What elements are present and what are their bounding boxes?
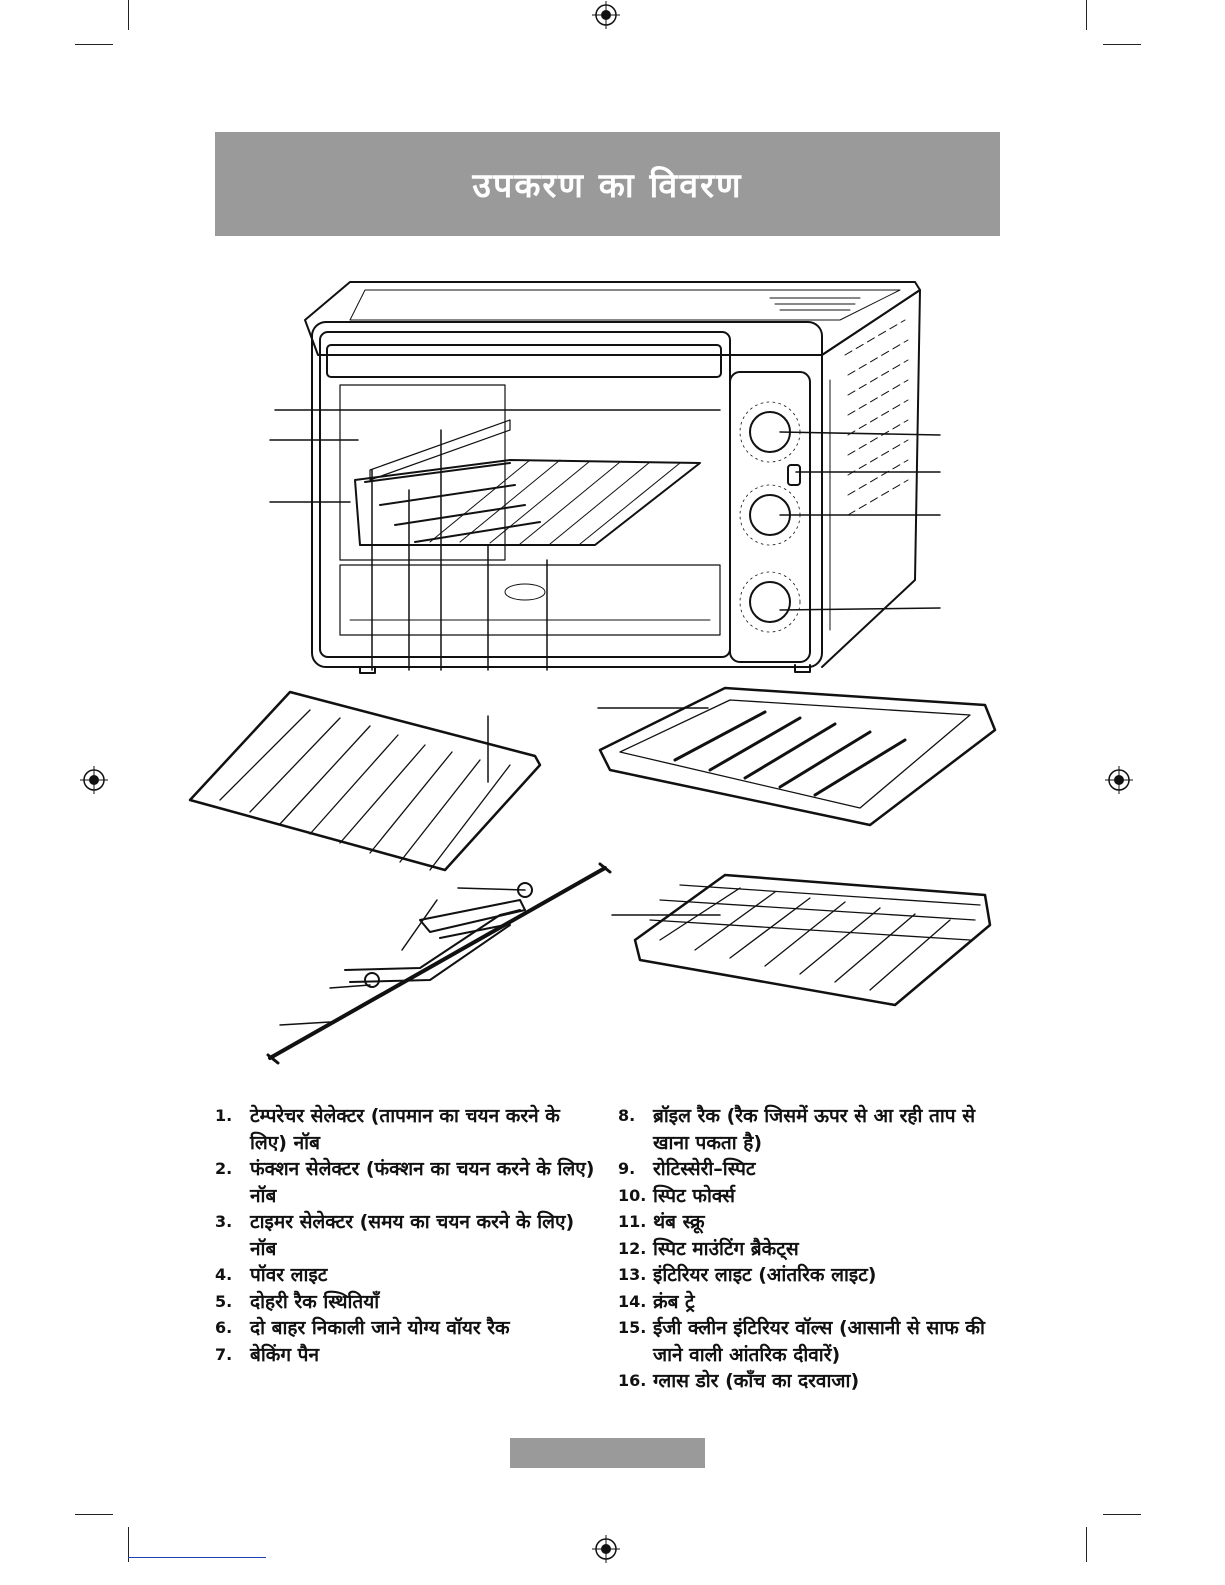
list-item-text: थंब स्क्रू [653,1211,705,1233]
crop-mark [75,44,113,45]
list-item-text: स्पिट माउंटिंग ब्रैकेट्स [653,1237,799,1260]
list-item: 11. थंब स्क्रू [618,1209,1003,1236]
list-item-number: 9. [618,1159,636,1178]
list-item: 10. स्पिट फोर्क्स [618,1183,1003,1210]
list-item-text: इंटिरियर लाइट (आंतरिक लाइट) [653,1264,877,1286]
list-item-number: 2. [215,1159,233,1178]
list-item-number: 10. [618,1185,647,1205]
registration-mark-icon [592,1535,620,1563]
list-item-text: दोहरी रैक स्थितियाँ [250,1290,380,1313]
list-item-number: 5. [215,1291,233,1311]
list-item: 15. ईजी क्लीन इंटिरियर वॉल्स (आसानी से स… [618,1315,1003,1368]
registration-mark-icon [592,1,620,29]
baking-pan [597,686,997,827]
wire-rack [188,690,542,872]
list-item-text: टाइमर सेलेक्टर (समय का चयन करने के लिए) … [250,1211,575,1260]
registration-mark-icon [80,766,108,794]
rotisserie-spit [266,862,612,1065]
list-item-number: 15. [618,1318,647,1337]
list-item-text: ईजी क्लीन इंटिरियर वॉल्स (आसानी से साफ क… [653,1317,985,1366]
list-item: 3. टाइमर सेलेक्टर (समय का चयन करने के लि… [215,1209,600,1262]
page-title: उपकरण का विवरण [472,166,743,206]
page-number-bar [510,1438,705,1468]
list-item: 12. स्पिट माउंटिंग ब्रैकेट्स [618,1236,1003,1263]
list-item-number: 3. [215,1212,233,1231]
list-item-text: पॉवर लाइट [250,1264,328,1286]
crop-mark [75,1514,113,1515]
oven-illustration [188,281,997,1065]
list-item-text: क्रंब ट्रे [653,1290,695,1313]
list-item: 6. दो बाहर निकाली जाने योग्य वॉयर रैक [215,1315,600,1342]
legend-right-column: 8. ब्रॉइल रैक (रैक जिसमें ऊपर से आ रही त… [618,1103,1003,1395]
legend-left-column: 1. टेम्परेचर सेलेक्टर (तापमान का चयन करन… [215,1103,600,1368]
list-item-number: 14. [618,1291,647,1311]
list-item: 7. बेकिंग पैन [215,1342,600,1369]
list-item-number: 11. [618,1212,647,1231]
list-item-number: 13. [618,1265,647,1284]
list-item: 16. ग्लास डोर (काँच का दरवाजा) [618,1368,1003,1395]
list-item: 14. क्रंब ट्रे [618,1289,1003,1316]
list-item-text: बेकिंग पैन [250,1343,320,1366]
list-item: 13. इंटिरियर लाइट (आंतरिक लाइट) [618,1262,1003,1289]
list-item-number: 4. [215,1265,233,1284]
list-item-text: ग्लास डोर (काँच का दरवाजा) [653,1370,860,1392]
list-item-text: फंक्शन सेलेक्टर (फंक्शन का चयन करने के ल… [250,1158,595,1207]
list-item-text: स्पिट फोर्क्स [653,1184,735,1207]
list-item-text: रोटिस्सेरी–स्पिट [653,1158,756,1180]
list-item-text: दो बाहर निकाली जाने योग्य वॉयर रैक [250,1317,510,1339]
list-item: 8. ब्रॉइल रैक (रैक जिसमें ऊपर से आ रही त… [618,1103,1003,1156]
crop-mark [1086,1527,1087,1562]
list-item-number: 16. [618,1371,647,1390]
list-item-number: 1. [215,1106,233,1125]
broil-rack [611,873,992,1007]
list-item-number: 12. [618,1238,647,1258]
crop-mark [1086,0,1087,30]
section-header: उपकरण का विवरण [215,132,1000,236]
list-item-text: टेम्परेचर सेलेक्टर (तापमान का चयन करने क… [250,1105,560,1154]
crop-mark [128,0,129,30]
list-item-text: ब्रॉइल रैक (रैक जिसमें ऊपर से आ रही ताप … [653,1105,976,1154]
list-item: 1. टेम्परेचर सेलेक्टर (तापमान का चयन करन… [215,1103,600,1156]
list-item-number: 8. [618,1106,636,1125]
list-item: 9. रोटिस्सेरी–स्पिट [618,1156,1003,1183]
list-item: 5. दोहरी रैक स्थितियाँ [215,1289,600,1316]
list-item: 4. पॉवर लाइट [215,1262,600,1289]
crop-mark [128,1527,129,1562]
callout-lines [269,409,941,671]
list-item-number: 7. [215,1344,233,1364]
crop-mark [1103,44,1141,45]
link-underline [128,1557,266,1558]
list-item: 2. फंक्शन सेलेक्टर (फंक्शन का चयन करने क… [215,1156,600,1209]
registration-mark-icon [1105,766,1133,794]
list-item-number: 6. [215,1318,233,1337]
oven-body [304,281,921,674]
crop-mark [1103,1514,1141,1515]
